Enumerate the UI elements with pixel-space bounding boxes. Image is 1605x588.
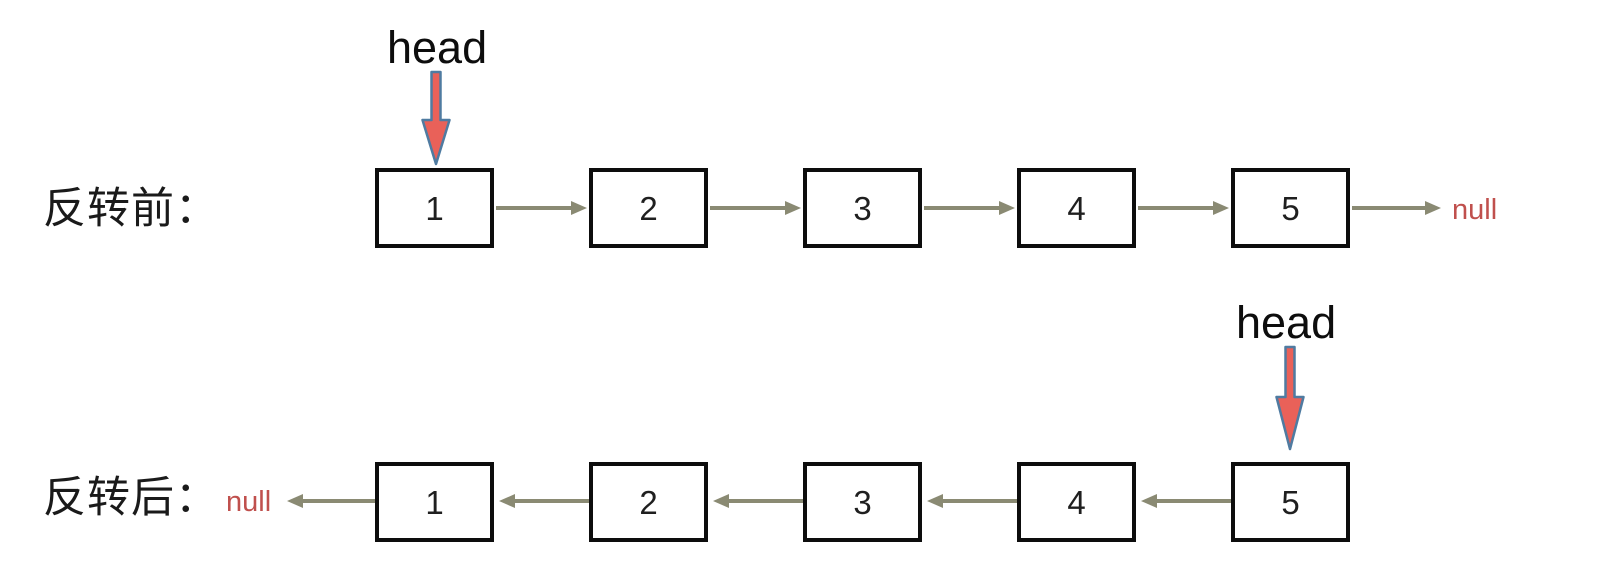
after-head-label: head <box>1236 297 1337 348</box>
after-row-label: 反转后： <box>43 474 219 522</box>
node-value: 1 <box>425 189 444 227</box>
node-value: 3 <box>853 483 872 521</box>
next-pointer-arrow-5-null <box>1352 201 1441 215</box>
reversed-pointer-arrow-1-null <box>287 494 375 508</box>
node-value: 5 <box>1281 483 1300 521</box>
node-value: 5 <box>1281 189 1300 227</box>
reversed-pointer-arrow-2-1 <box>499 494 589 508</box>
next-pointer-arrow-4-5 <box>1138 201 1229 215</box>
node-value: 1 <box>425 483 444 521</box>
before-node-5: 5 <box>1231 168 1350 248</box>
node-value: 2 <box>639 189 658 227</box>
before-null-label: null <box>1452 194 1498 226</box>
before-node-1: 1 <box>375 168 494 248</box>
after-node-3: 3 <box>803 462 922 542</box>
node-value: 4 <box>1067 189 1086 227</box>
before-node-2: 2 <box>589 168 708 248</box>
after-node-1: 1 <box>375 462 494 542</box>
before-node-4: 4 <box>1017 168 1136 248</box>
next-pointer-arrow-2-3 <box>710 201 801 215</box>
before-node-3: 3 <box>803 168 922 248</box>
before-row-label: 反转前： <box>43 185 219 233</box>
after-node-5: 5 <box>1231 462 1350 542</box>
head-arrow-icon-after <box>1275 345 1305 451</box>
node-value: 4 <box>1067 483 1086 521</box>
head-arrow-icon-before <box>421 70 451 166</box>
reversed-pointer-arrow-4-3 <box>927 494 1017 508</box>
node-value: 2 <box>639 483 658 521</box>
reversed-pointer-arrow-5-4 <box>1141 494 1231 508</box>
reversed-pointer-arrow-3-2 <box>713 494 803 508</box>
next-pointer-arrow-3-4 <box>924 201 1015 215</box>
before-head-label: head <box>387 22 488 73</box>
after-node-2: 2 <box>589 462 708 542</box>
node-value: 3 <box>853 189 872 227</box>
next-pointer-arrow-1-2 <box>496 201 587 215</box>
after-node-4: 4 <box>1017 462 1136 542</box>
after-null-label: null <box>226 486 272 518</box>
